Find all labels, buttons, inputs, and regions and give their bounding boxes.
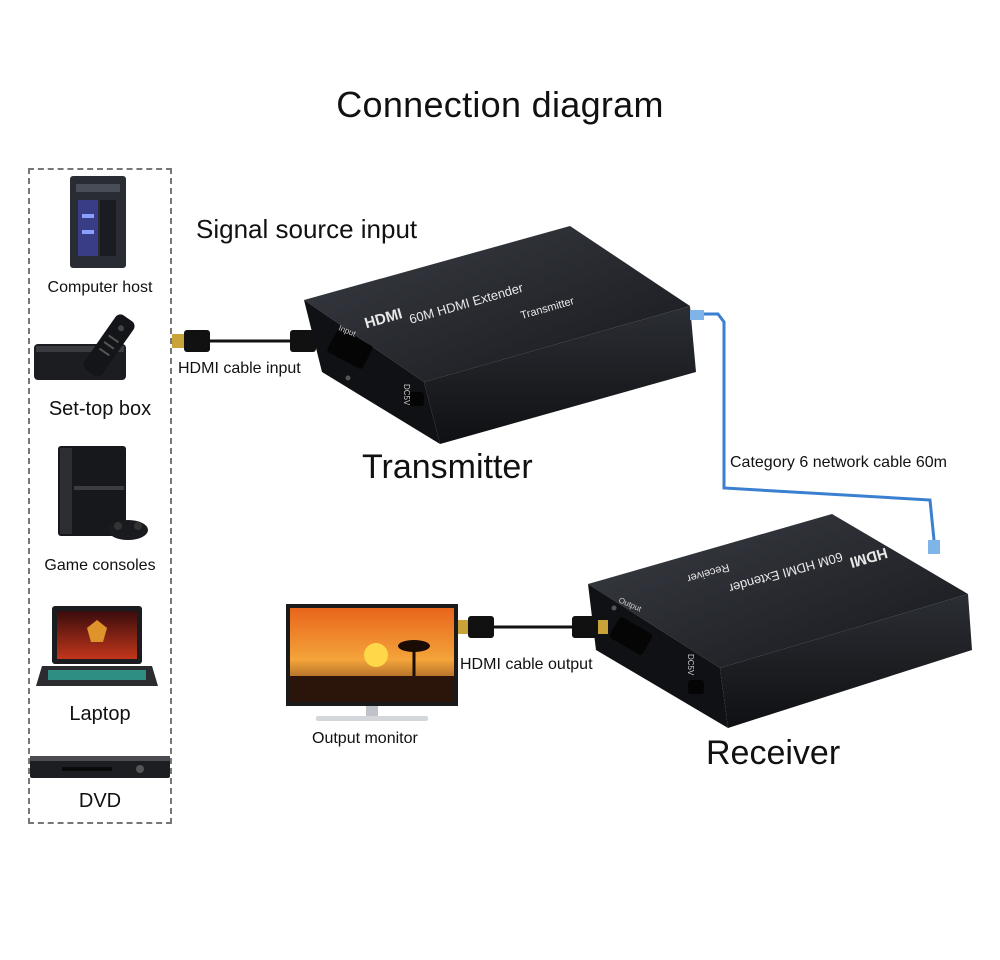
receiver-power-port-label: DC5V [686,654,695,676]
game-console-icon [58,446,148,540]
dvd-player-icon [30,756,170,778]
source-label-computer-host: Computer host [47,279,153,296]
laptop-icon [36,606,158,686]
source-label-laptop: Laptop [69,703,131,725]
hdmi-cable-input-label: HDMI cable input [178,360,301,377]
transmitter-device [304,226,696,444]
transmitter-label: Transmitter [362,448,533,486]
network-cable-label: Category 6 network cable 60m [730,454,947,471]
diagram-title: Connection diagram [336,84,664,125]
output-monitor-label: Output monitor [312,730,418,747]
hdmi-output-cable [458,616,608,638]
transmitter-power-port-label: DC5V [402,384,411,406]
output-monitor-icon [286,604,458,721]
source-label-dvd: DVD [78,790,122,812]
set-top-box-icon [34,314,135,380]
source-label-set-top-box: Set-top box [48,398,152,420]
receiver-label: Receiver [706,734,841,772]
network-cable [690,310,940,554]
hdmi-cable-output-label: HDMI cable output [460,656,593,673]
computer-host-icon [70,176,126,268]
signal-source-input-label: Signal source input [196,214,418,244]
source-label-game-consoles: Game consoles [44,557,156,574]
hdmi-input-cable [172,330,326,352]
source-devices-panel [28,168,172,824]
receiver-device [588,514,972,728]
